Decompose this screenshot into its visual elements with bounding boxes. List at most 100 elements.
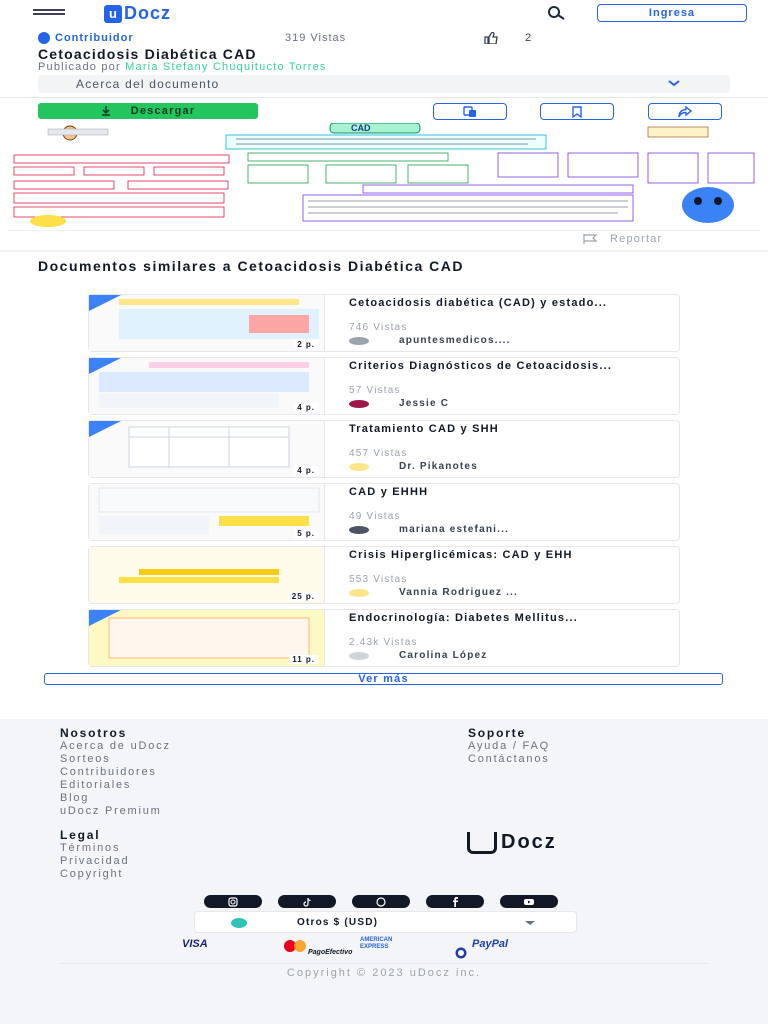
star-ribbon-icon [89,421,121,437]
footer-logo[interactable]: Docz [467,831,557,854]
similar-doc-card[interactable]: 25 p. Crisis Hiperglicémicas: CAD y EHH … [88,546,680,604]
author-link[interactable]: Maria Stefany Chuquitucto Torres [125,61,327,73]
avatar [349,651,369,660]
similar-doc-card[interactable]: 5 p. CAD y EHHH 49 Vistas mariana estefa… [88,483,680,541]
contributor-badge: Contribuidor [38,32,134,44]
footer-heading: Soporte [468,726,526,740]
top-header: u Docz Ingresa [0,0,768,26]
doc-title[interactable]: CAD y EHHH [349,486,429,498]
logo-text: Docz [124,3,172,23]
footer-link[interactable]: Términos [60,842,121,854]
payment-methods: VISA AMERICAN EXPRESS PayPal PagoEfectiv… [182,937,602,960]
thumbnail-image [89,610,324,666]
flag-icon [583,234,598,244]
author-name: Carolina López [399,650,488,661]
doc-author[interactable]: Dr. Pikanotes [349,461,478,472]
translate-button[interactable] [433,103,507,120]
page-count: 4 p. [294,466,318,475]
facebook-icon[interactable] [426,895,484,908]
footer-link[interactable]: Acerca de uDocz [60,740,171,752]
footer-link[interactable]: Blog [60,792,90,804]
footer-link[interactable]: Editoriales [60,779,132,791]
likes[interactable]: 2 [483,32,532,44]
footer-link[interactable]: Copyright [60,868,124,880]
menu-icon[interactable] [33,9,65,19]
footer-logo-mark [467,831,497,854]
pagoefectivo-logo: PagoEfectivo [308,949,353,956]
author-name: Dr. Pikanotes [399,461,478,472]
author-name: mariana estefani... [399,524,510,535]
download-button[interactable]: Descargar [38,103,258,119]
likes-count: 2 [525,32,533,44]
footer-link[interactable]: Privacidad [60,855,130,867]
report-button[interactable]: Reportar [582,233,662,245]
thumbnail-image [99,362,309,408]
star-ribbon-icon [89,295,121,311]
see-more-button[interactable]: Ver más [44,673,723,685]
visa-logo: VISA [182,938,208,950]
footer-link[interactable]: Contáctanos [468,753,550,765]
tiktok-icon[interactable] [278,895,336,908]
currency-selector[interactable]: Otros $ (USD) [194,911,577,933]
views-count: 319 Vistas [285,32,347,44]
author-name: apuntesmedicos.... [399,335,511,346]
udocz-logo[interactable]: u Docz [104,3,171,24]
translate-icon [463,105,476,117]
doc-views: 553 Vistas [349,574,408,585]
bookmark-icon [572,105,582,118]
doc-views: 746 Vistas [349,322,408,333]
doc-info: Cetoacidosis diabética (CAD) y estado...… [325,295,679,351]
footer-legal: Legal Términos Privacidad Copyright [60,829,129,881]
doc-author[interactable]: Jessie C [349,398,449,409]
about-document-label: Acerca del documento [76,77,220,91]
footer-link[interactable]: Sorteos [60,753,111,765]
doc-author[interactable]: mariana estefani... [349,524,509,535]
author-name: Jessie C [399,398,450,409]
save-button[interactable] [540,103,614,120]
doc-thumbnail: 4 p. [89,358,325,414]
footer-link[interactable]: Contribuidores [60,766,157,778]
similar-doc-card[interactable]: 11 p. Endocrinología: Diabetes Mellitus.… [88,609,680,667]
page-count: 25 p. [288,592,318,601]
document-preview[interactable]: CAD [8,123,760,231]
instagram-icon[interactable] [204,895,262,908]
footer-soporte: Soporte Ayuda / FAQ Contáctanos [468,727,550,766]
doc-title[interactable]: Endocrinología: Diabetes Mellitus... [349,612,579,624]
thumbnail-image [89,547,324,603]
document-meta: Contribuidor 319 Vistas 2 [38,31,738,45]
similar-doc-card[interactable]: 4 p. Tratamiento CAD y SHH 457 Vistas Dr… [88,420,680,478]
thumbnail-image [98,487,320,534]
doc-views: 49 Vistas [349,511,401,522]
doc-author[interactable]: apuntesmedicos.... [349,335,511,346]
author-name: Vannia Rodriguez ... [399,587,519,598]
download-icon [101,106,110,116]
doc-title[interactable]: Tratamiento CAD y SHH [349,423,499,435]
doc-author[interactable]: Vannia Rodriguez ... [349,587,518,598]
similar-doc-card[interactable]: 2 p. Cetoacidosis diabética (CAD) y esta… [88,294,680,352]
about-document-toggle[interactable]: Acerca del documento [38,75,730,93]
page-count: 4 p. [294,403,318,412]
preview-heading: CAD [351,123,371,133]
doc-title[interactable]: Cetoacidosis diabética (CAD) y estado... [349,297,608,309]
footer: Nosotros Acerca de uDocz Sorteos Contrib… [0,719,768,1024]
avatar [349,336,369,345]
amex-logo: AMERICAN EXPRESS [360,937,393,950]
copyright: Copyright © 2023 uDocz inc. [286,967,482,979]
doc-info: Criterios Diagnósticos de Cetoacidosis..… [325,358,679,414]
similar-doc-card[interactable]: 4 p. Criterios Diagnósticos de Cetoacido… [88,357,680,415]
doc-title[interactable]: Crisis Hiperglicémicas: CAD y EHH [349,549,573,561]
section-separator [0,250,768,252]
login-button[interactable]: Ingresa [597,4,747,22]
whatsapp-icon[interactable] [352,895,410,908]
thumbs-up-icon [484,32,498,44]
doc-views: 57 Vistas [349,385,401,396]
search-icon[interactable] [545,5,567,21]
footer-link[interactable]: uDocz Premium [60,805,162,817]
footer-link[interactable]: Ayuda / FAQ [468,740,550,752]
doc-views: 457 Vistas [349,448,408,459]
youtube-icon[interactable] [500,895,558,908]
doc-author[interactable]: Carolina López [349,650,487,661]
doc-title[interactable]: Criterios Diagnósticos de Cetoacidosis..… [349,360,613,372]
share-button[interactable] [648,103,722,120]
star-ribbon-icon [89,358,121,374]
